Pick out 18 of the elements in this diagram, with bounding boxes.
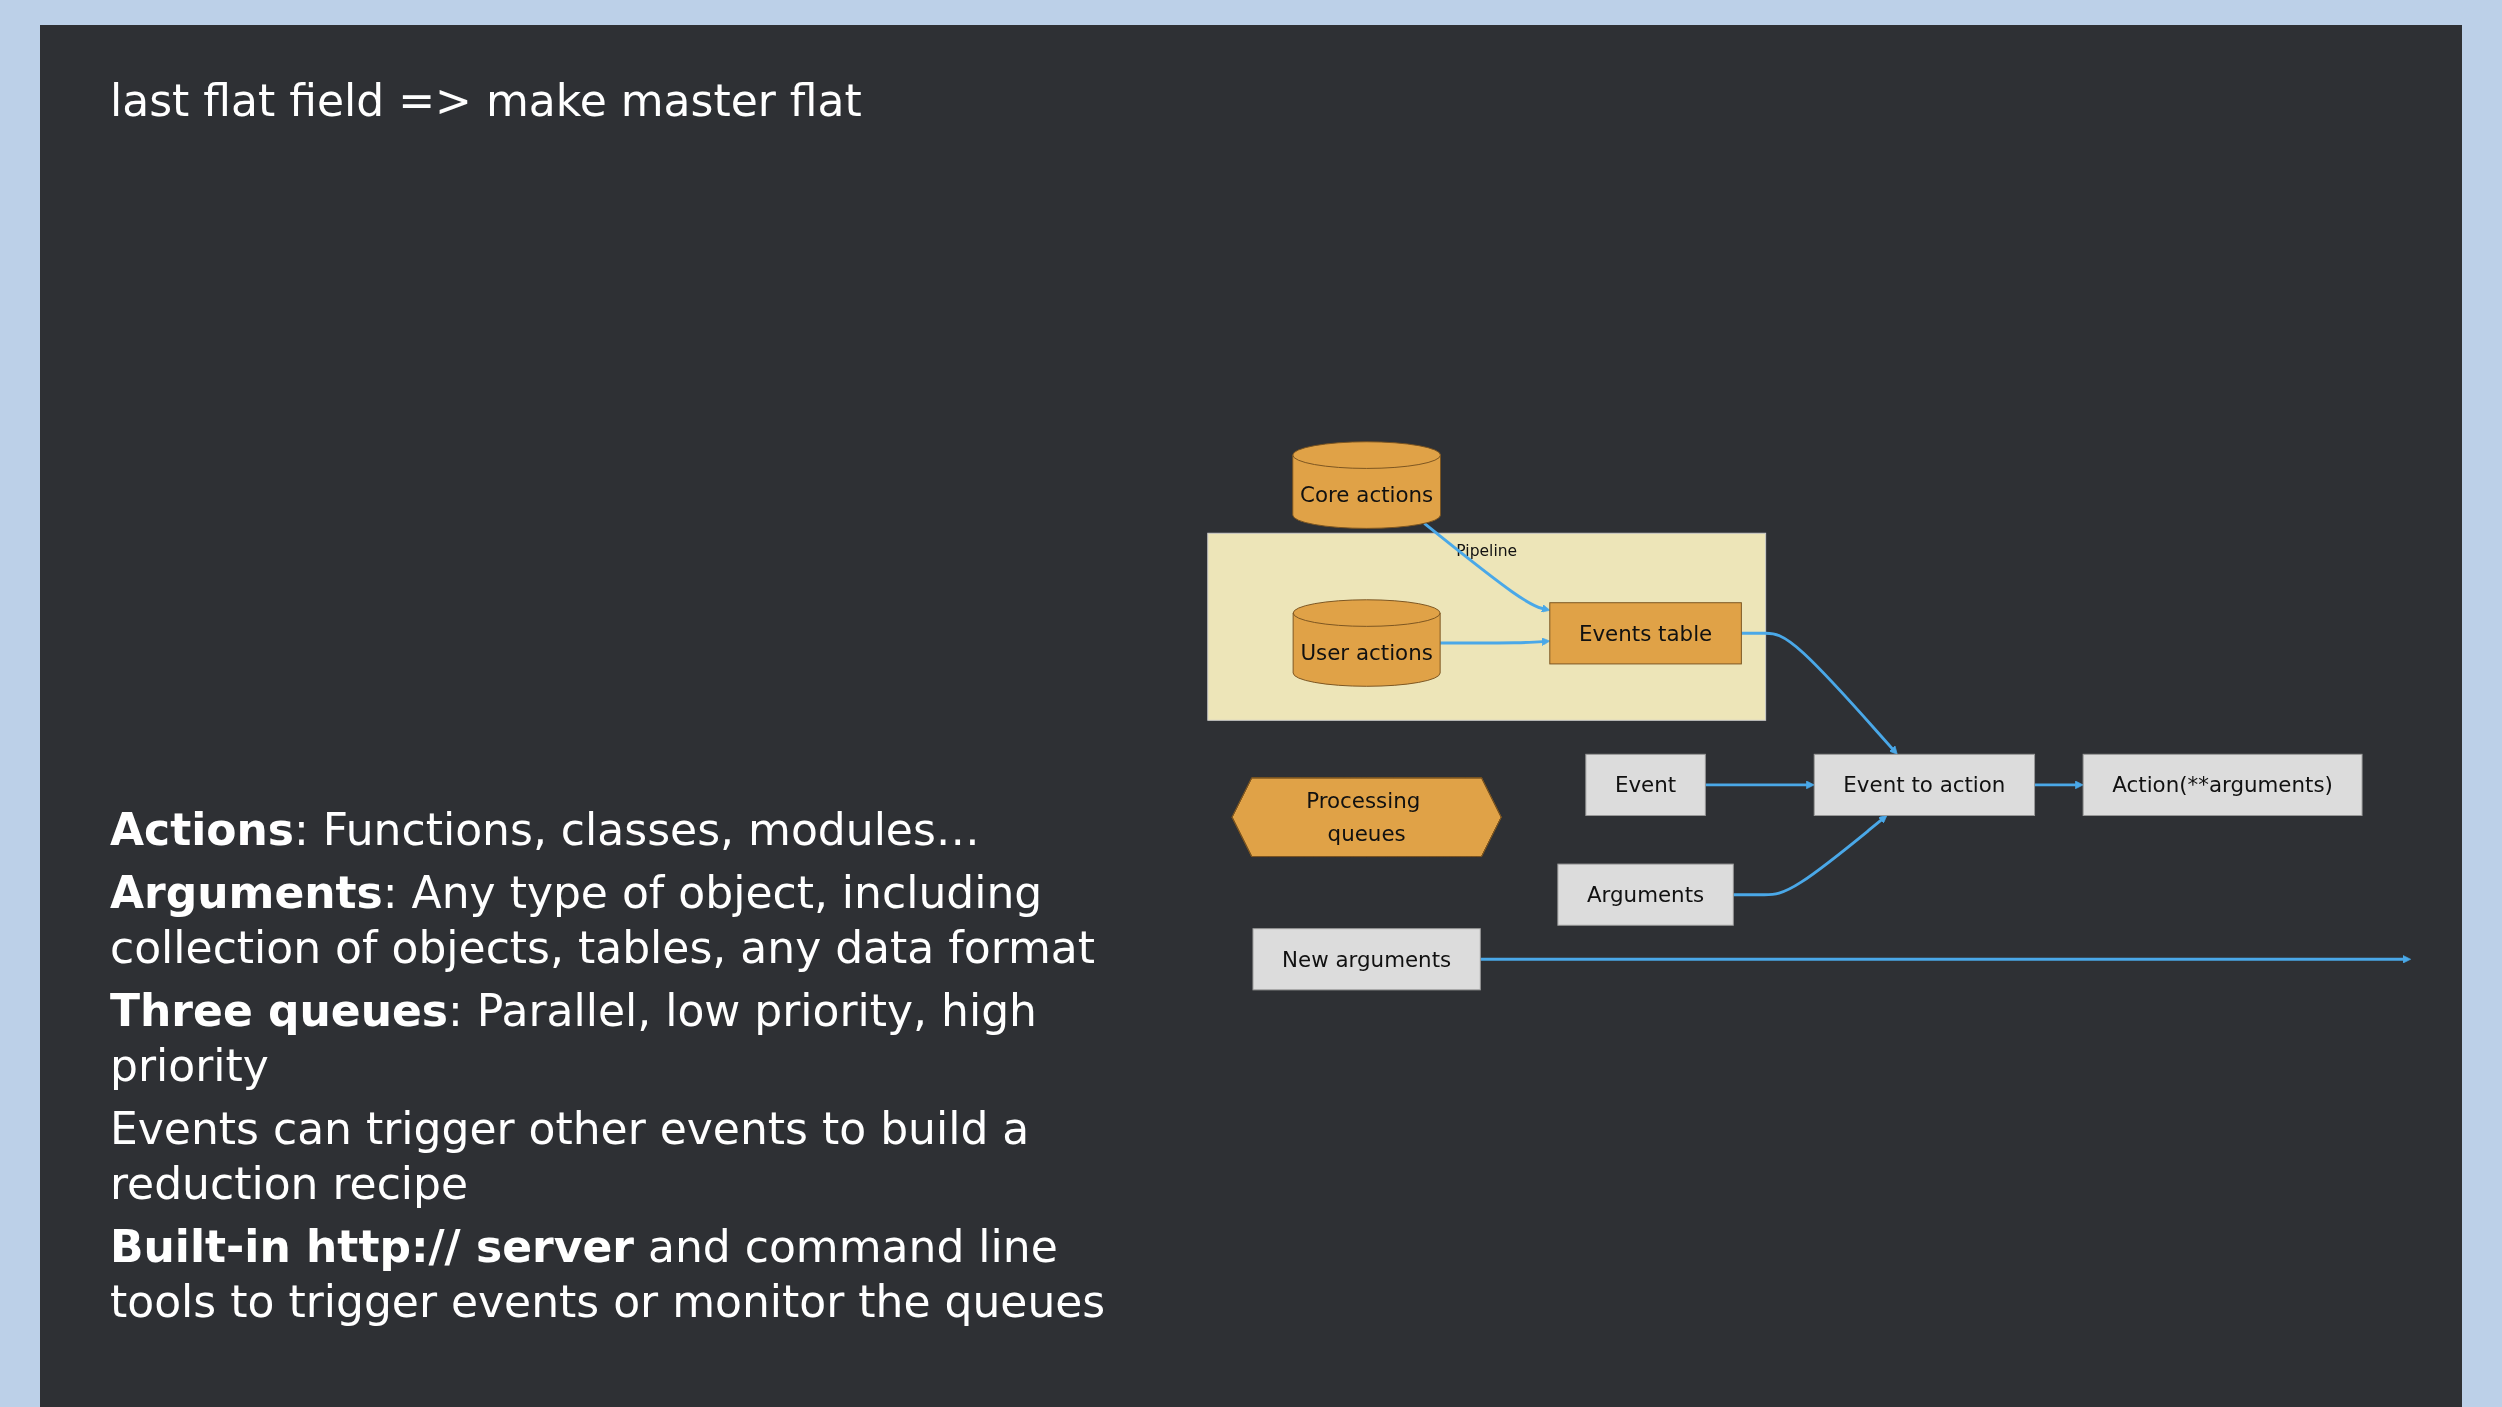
node-box: Event xyxy=(1585,754,1706,817)
note-text: Actions: Functions, classes, modules… xyxy=(110,803,981,857)
node-box: Event to action xyxy=(1813,754,2036,817)
note-text: Three queues: Parallel, low priority, high priority xyxy=(110,984,1038,1093)
arrow xyxy=(1423,522,1551,613)
node-box: Events table xyxy=(1549,602,1742,665)
note-text: Arguments: Any type of object, including collection of objects, tables, any data format xyxy=(110,866,1097,975)
node-box: New arguments xyxy=(1252,928,1481,991)
arrow xyxy=(2034,780,2084,790)
arrow xyxy=(1440,637,1551,647)
node-box: Action(**arguments) xyxy=(2082,754,2363,817)
arrow xyxy=(1733,815,1888,897)
node-box: Arguments xyxy=(1557,863,1734,926)
arrow xyxy=(1741,632,1898,755)
arrow xyxy=(1480,955,2411,964)
annotation-text: last flat field => make master flat xyxy=(110,75,863,126)
arrow xyxy=(1705,780,1815,790)
note-text: Built-in http:// server and command line tools to trigger events or monitor the queues xyxy=(110,1220,1107,1329)
